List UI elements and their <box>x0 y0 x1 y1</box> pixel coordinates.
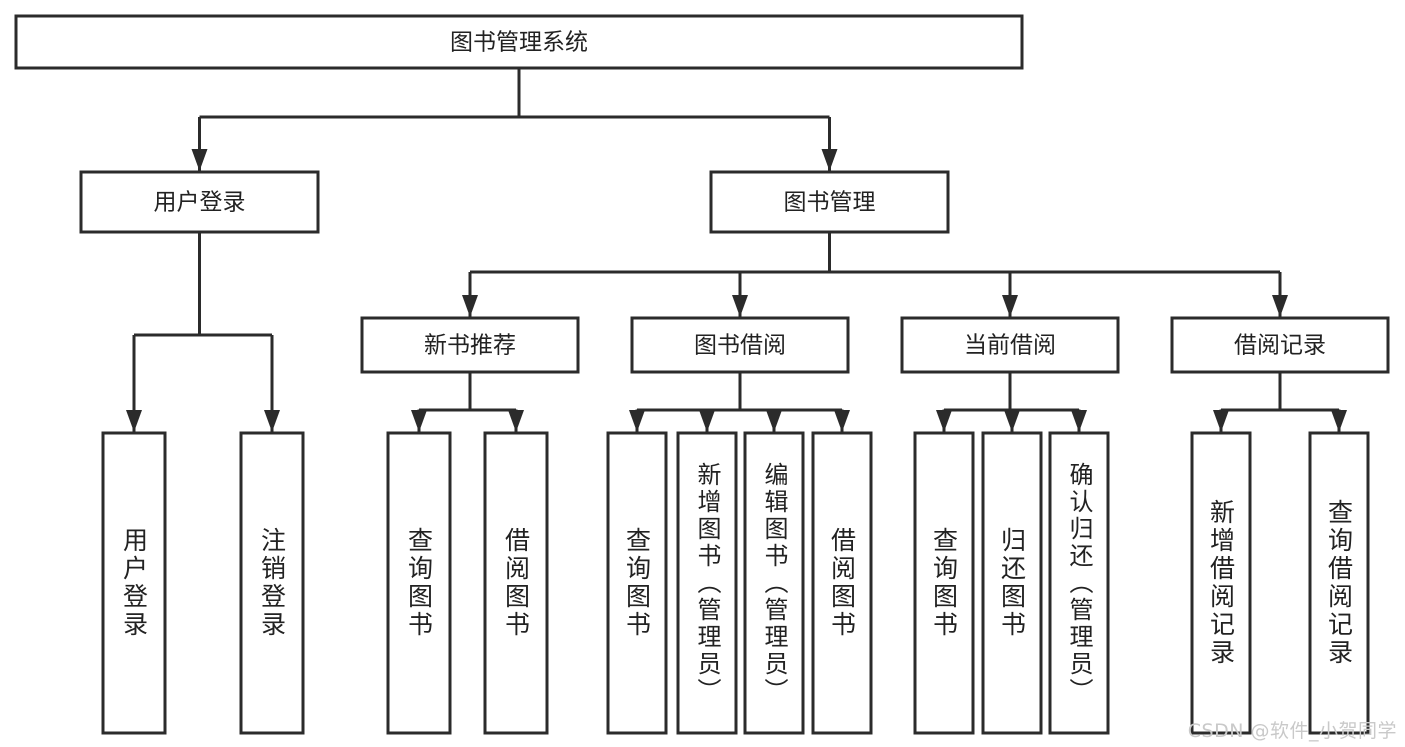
arrow-to-book-manage <box>821 149 838 171</box>
leaf-leaf-user-logout-box[interactable] <box>239 431 305 735</box>
leaf-leaf-return-book-box[interactable] <box>981 431 1043 735</box>
arrow-to-leaf-query-book-rec <box>411 410 427 432</box>
node-new-book-recommend-label: 新书推荐 <box>424 333 516 359</box>
leaf-leaf-borrow-book-rec-box[interactable] <box>483 431 549 735</box>
arrow-to-leaf-return-book <box>1004 410 1020 432</box>
arrow-to-leaf-confirm-return-admin <box>1071 410 1087 432</box>
root-node-label: 图书管理系统 <box>450 30 588 56</box>
arrow-to-leaf-user-logout <box>264 410 280 432</box>
node-borrow-record-label: 借阅记录 <box>1234 333 1326 359</box>
leaf-leaf-borrow-book-box[interactable] <box>811 431 873 735</box>
node-user-login-box[interactable] <box>79 170 320 234</box>
arrow-to-leaf-edit-book-admin <box>766 410 782 432</box>
arrow-to-book-borrow <box>732 295 748 317</box>
arrow-to-borrow-record <box>1272 295 1288 317</box>
arrow-to-new-book-recommend <box>462 295 478 317</box>
node-current-borrow-label: 当前借阅 <box>964 333 1056 359</box>
arrow-to-leaf-query-book-borrow <box>629 410 645 432</box>
arrow-to-user-login <box>191 149 208 171</box>
arrow-to-current-borrow <box>1002 295 1018 317</box>
node-user-login-label: 用户登录 <box>154 190 246 216</box>
arrow-to-leaf-add-borrow-record <box>1213 410 1229 432</box>
node-book-borrow-box[interactable] <box>630 316 850 374</box>
arrow-to-leaf-add-book-admin <box>699 410 715 432</box>
node-book-manage-label: 图书管理 <box>784 190 876 216</box>
root-node-box[interactable] <box>14 14 1024 70</box>
leaf-leaf-edit-book-admin-box[interactable] <box>743 431 805 735</box>
node-borrow-record-box[interactable] <box>1170 316 1390 374</box>
leaf-leaf-query-book-cur-box[interactable] <box>913 431 975 735</box>
arrow-to-leaf-query-book-cur <box>936 410 952 432</box>
leaf-leaf-add-book-admin-box[interactable] <box>676 431 738 735</box>
leaf-leaf-user-login-box[interactable] <box>101 431 167 735</box>
arrow-to-leaf-borrow-book-rec <box>508 410 524 432</box>
leaf-leaf-query-book-borrow-box[interactable] <box>606 431 668 735</box>
node-current-borrow-box[interactable] <box>900 316 1120 374</box>
node-book-borrow-label: 图书借阅 <box>694 333 786 359</box>
leaf-leaf-query-book-rec-box[interactable] <box>386 431 452 735</box>
connector-layer <box>126 68 1347 432</box>
arrow-to-leaf-borrow-book <box>834 410 850 432</box>
node-box-layer <box>14 14 1390 735</box>
watermark-text: CSDN @软件_小贺同学 <box>1187 720 1397 742</box>
arrow-to-leaf-user-login <box>126 410 142 432</box>
leaf-leaf-confirm-return-admin-box[interactable] <box>1048 431 1110 735</box>
leaf-leaf-add-borrow-record-box[interactable] <box>1190 431 1252 735</box>
node-new-book-recommend-box[interactable] <box>360 316 580 374</box>
arrow-to-leaf-query-borrow-record <box>1331 410 1347 432</box>
leaf-leaf-query-borrow-record-box[interactable] <box>1308 431 1370 735</box>
node-book-manage-box[interactable] <box>709 170 950 234</box>
